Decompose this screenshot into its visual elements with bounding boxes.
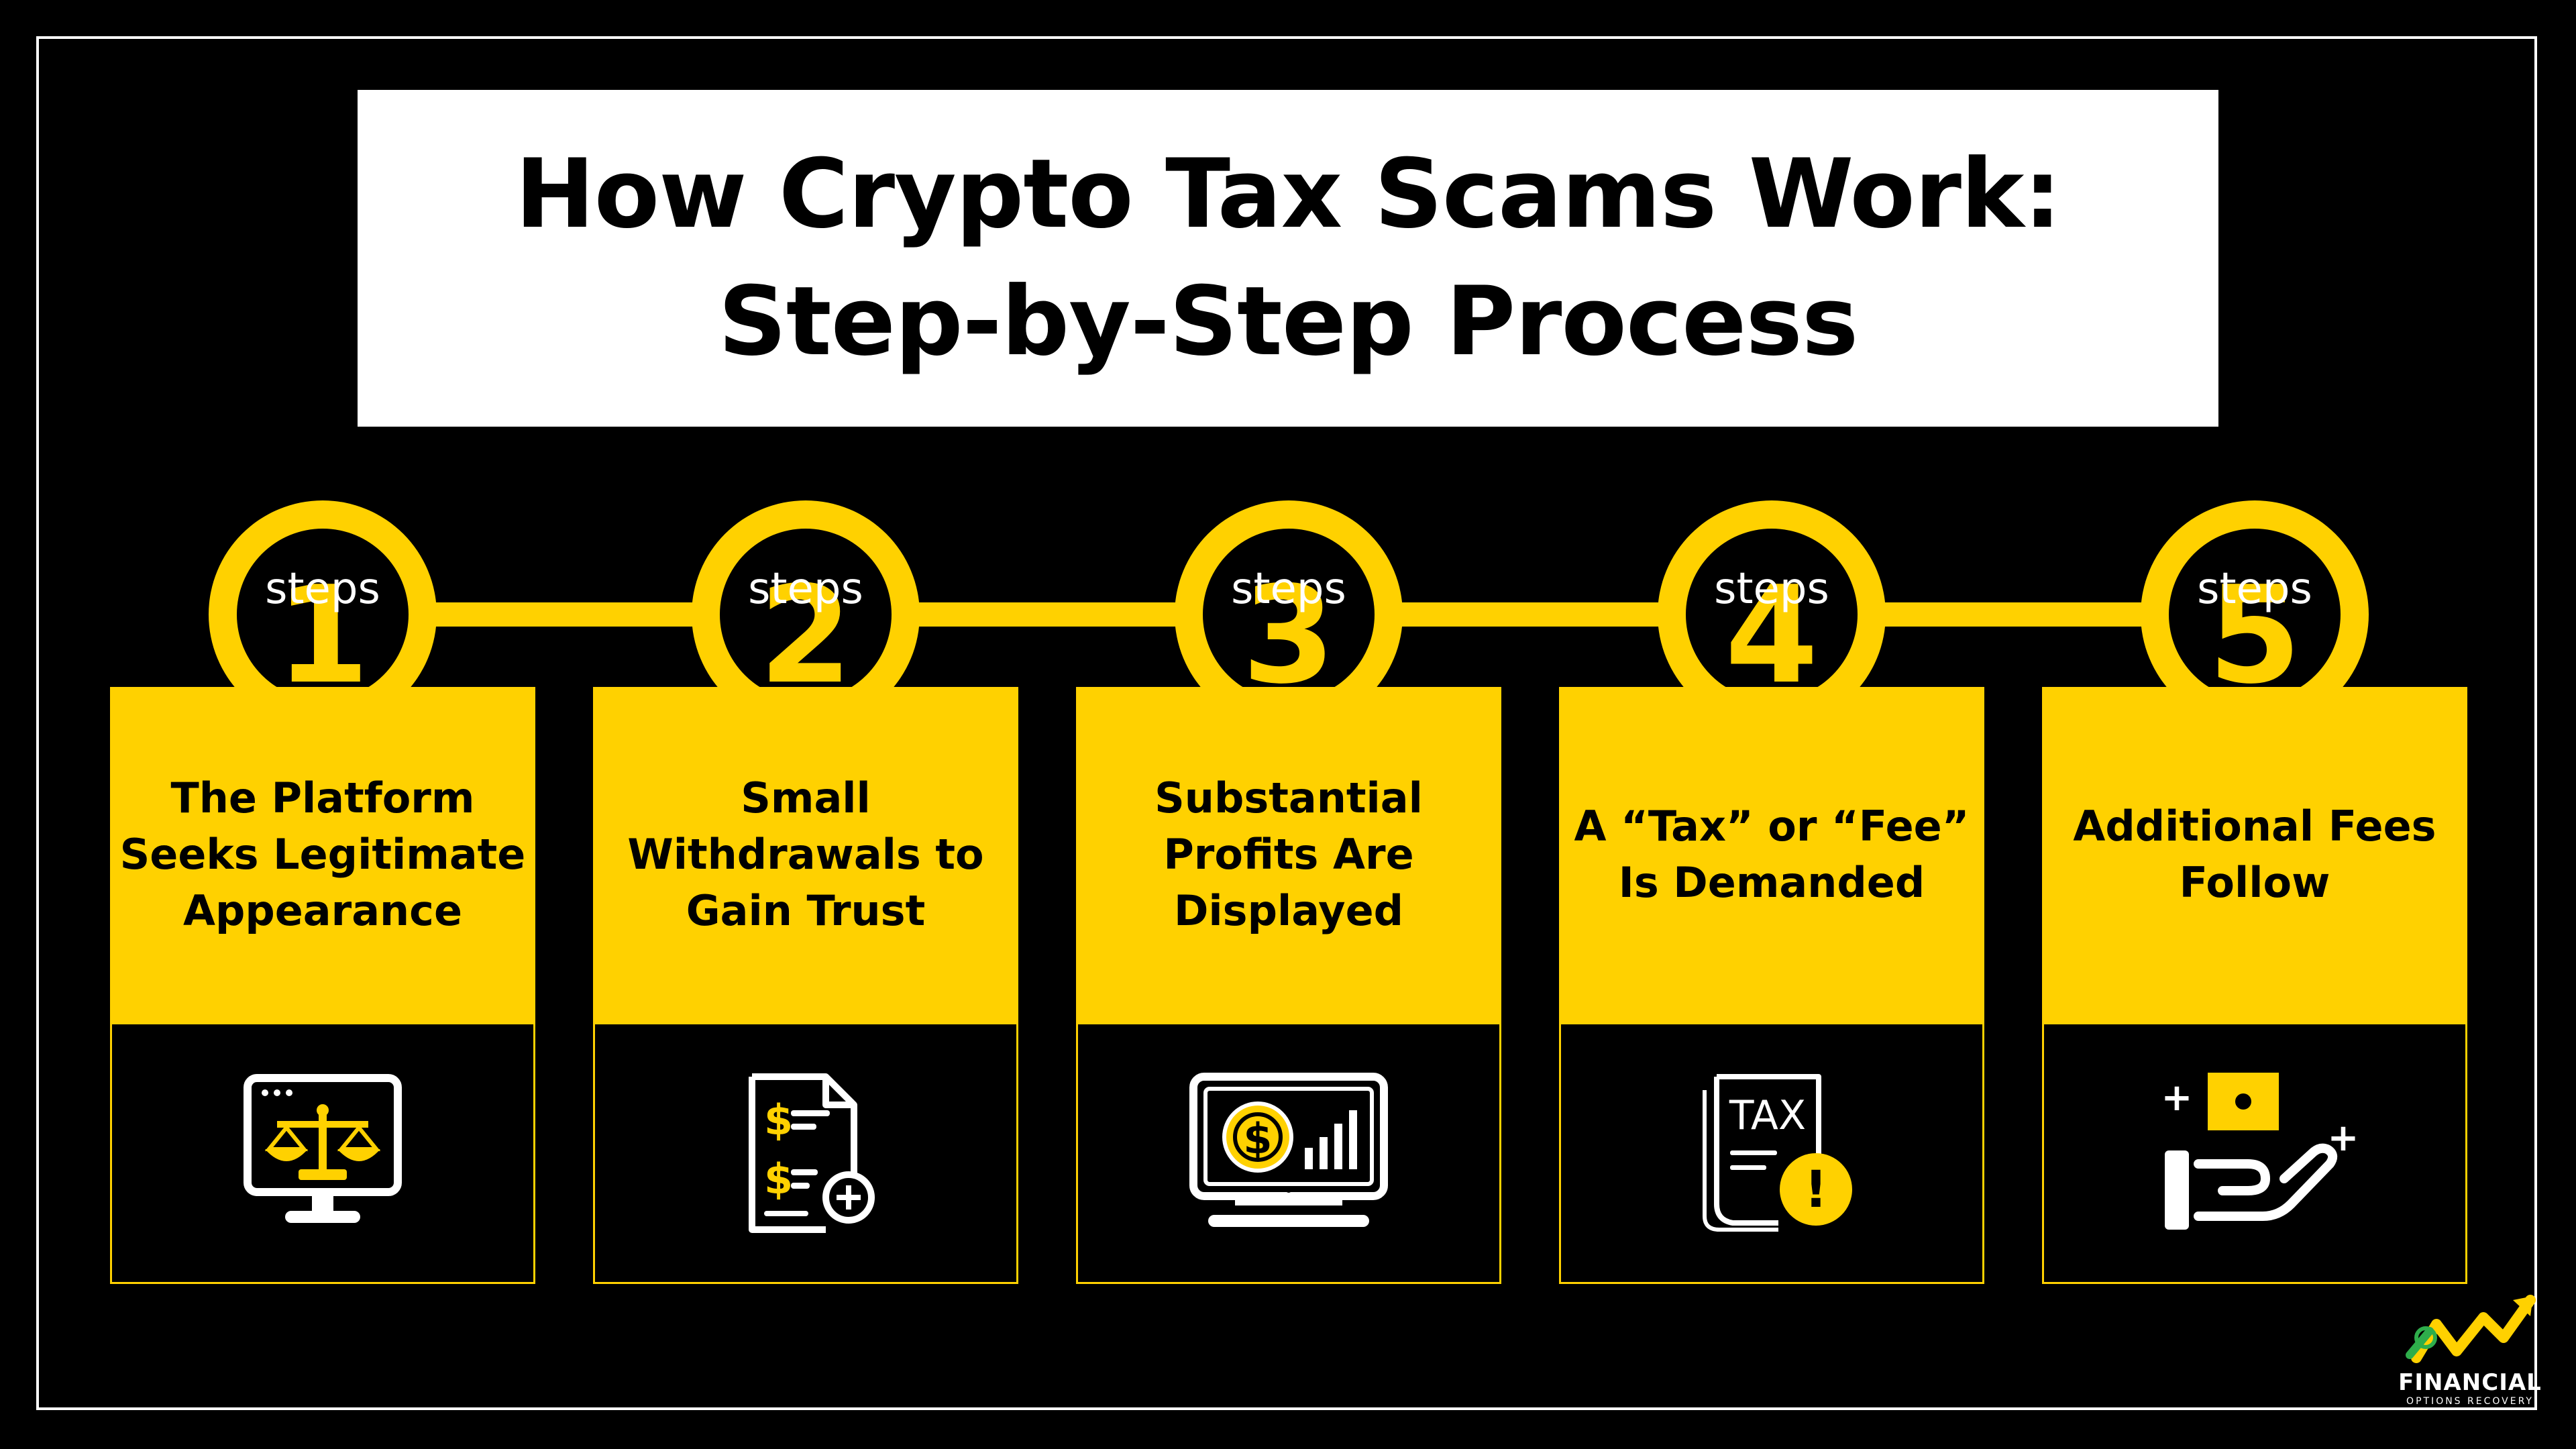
step-3-label: Substantial Profits Are Displayed	[1155, 773, 1423, 935]
tax-icon-label: TAX	[1729, 1092, 1806, 1139]
svg-text:$: $	[1243, 1114, 1272, 1163]
monitor-dollar-chart-icon: $	[1189, 1073, 1388, 1227]
step-2-icon-panel: $ $	[593, 1022, 1018, 1284]
step-5-word: steps	[2197, 564, 2312, 614]
step-4-icon-panel: TAX !	[1559, 1022, 1984, 1284]
step-5-label-panel: Additional Fees Follow	[2042, 687, 2467, 1022]
step-1-word: steps	[265, 564, 380, 614]
warning-mark-icon: !	[1805, 1159, 1828, 1219]
step-4-label-panel: A “Tax” or “Fee” Is Demanded	[1559, 687, 1984, 1022]
step-1-icon-panel	[110, 1022, 535, 1284]
tax-document-warning-icon: TAX !	[1703, 1074, 1852, 1232]
title-panel: How Crypto Tax Scams Work: Step-by-Step …	[358, 90, 2218, 427]
hand-cash-icon: + +	[2161, 1073, 2359, 1230]
plus-icon-left: +	[2161, 1076, 2193, 1120]
step-4-number: 4	[1725, 557, 1819, 701]
logo-arrow-icon	[2406, 1295, 2536, 1363]
step-1: 1 steps The Platform Seeks Legitimate Ap…	[110, 0, 535, 1449]
logo-name: FINANCIAL	[2398, 1369, 2542, 1396]
step-3-icon-panel: $	[1076, 1022, 1501, 1284]
step-2-label-panel: Small Withdrawals to Gain Trust	[593, 687, 1018, 1022]
title-line-2: Step-by-Step Process	[718, 266, 1859, 377]
step-2: 2 steps Small Withdrawals to Gain Trust …	[593, 0, 1018, 1449]
step-3-number: 3	[1242, 557, 1336, 701]
step-1-label: The Platform Seeks Legitimate Appearance	[119, 773, 526, 935]
monitor-scales-icon	[244, 1074, 402, 1223]
brand-logo: FINANCIAL OPTIONS RECOVERY	[2396, 1291, 2544, 1418]
step-3-label-panel: Substantial Profits Are Displayed	[1076, 687, 1501, 1022]
step-2-word: steps	[748, 564, 863, 614]
step-3-word: steps	[1231, 564, 1346, 614]
step-1-label-panel: The Platform Seeks Legitimate Appearance	[110, 687, 535, 1022]
title-line-1: How Crypto Tax Scams Work:	[515, 139, 2061, 250]
step-5-icon-panel: + +	[2042, 1022, 2467, 1284]
step-2-number: 2	[759, 557, 853, 701]
step-2-label: Small Withdrawals to Gain Trust	[627, 773, 984, 935]
step-4-label: A “Tax” or “Fee” Is Demanded	[1574, 802, 1970, 907]
logo-tagline: OPTIONS RECOVERY	[2406, 1396, 2534, 1407]
step-4-word: steps	[1714, 564, 1829, 614]
step-1-number: 1	[276, 557, 370, 701]
step-5: 5 steps Additional Fees Follow + +	[2042, 0, 2467, 1449]
step-5-label: Additional Fees Follow	[2073, 802, 2436, 907]
invoice-dollar-plus-icon: $ $	[749, 1073, 875, 1233]
svg-text:$: $	[764, 1155, 793, 1203]
step-3: 3 steps Substantial Profits Are Displaye…	[1076, 0, 1501, 1449]
step-5-number: 5	[2208, 557, 2302, 701]
outer-frame	[36, 36, 2537, 1410]
svg-text:$: $	[764, 1095, 793, 1144]
step-4: 4 steps A “Tax” or “Fee” Is Demanded TAX…	[1559, 0, 1984, 1449]
